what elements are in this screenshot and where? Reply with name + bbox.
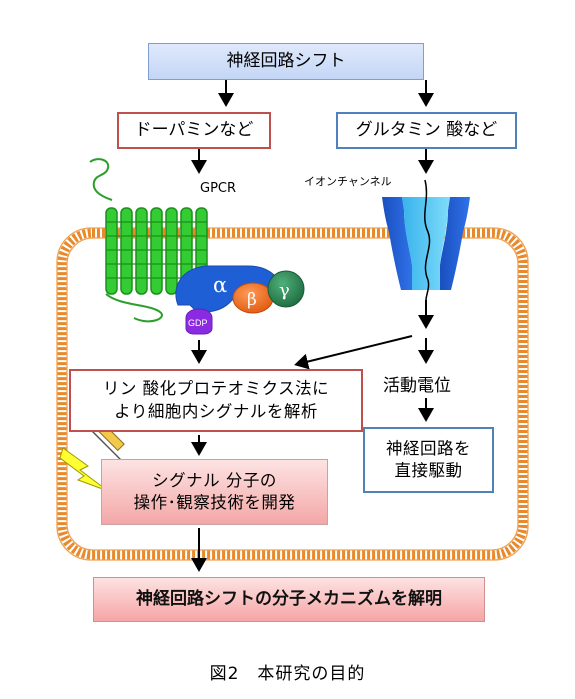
neural-line-1: 神経回路を <box>386 438 471 458</box>
arrow-channel-to-phospho <box>294 335 413 370</box>
gdp-label: GDP <box>188 318 208 328</box>
flow-arrows <box>191 80 434 572</box>
cell-membrane <box>56 227 529 561</box>
neural-drive-box: 神経回路を 直接駆動 <box>363 427 494 493</box>
dopamine-box: ドーパミンなど <box>117 112 271 149</box>
signal-molecule-box: シグナル 分子の 操作･観察技術を開発 <box>101 459 328 525</box>
glutamate-box: グルタミン 酸など <box>336 112 517 149</box>
gpcr-label: GPCR <box>200 181 237 196</box>
gpcr-receptor-icon <box>89 158 208 323</box>
beta-label: β <box>247 290 257 310</box>
ion-channel-label: イオンチャンネル <box>304 175 392 188</box>
figure-caption: 図2 本研究の目的 <box>209 664 366 684</box>
title-box: 神経回路シフト <box>148 43 424 80</box>
lightning-icon <box>59 447 109 492</box>
phosphoproteomics-box: リン 酸化プロテオミクス法に より細胞内シグナルを解析 <box>69 369 363 432</box>
g-protein-icon <box>175 265 305 335</box>
phospho-line-1: リン 酸化プロテオミクス法に <box>102 379 330 399</box>
neural-line-2: 直接駆動 <box>394 461 463 480</box>
signal-line-2: 操作･観察技術を開発 <box>133 493 296 512</box>
result-box: 神経回路シフトの分子メカニズムを解明 <box>93 577 485 622</box>
phospho-line-2: より細胞内シグナルを解析 <box>114 401 318 421</box>
dopamine-text: ドーパミンなど <box>134 120 254 141</box>
alpha-label: α <box>213 273 227 297</box>
title-text: 神経回路シフト <box>226 51 346 72</box>
action-potential-label: 活動電位 <box>383 376 451 396</box>
signal-line-1: シグナル 分子の <box>152 470 277 490</box>
glutamate-text: グルタミン 酸など <box>355 120 498 141</box>
gamma-label: γ <box>279 280 290 301</box>
ion-channel-icon <box>382 179 470 301</box>
result-text: 神経回路シフトの分子メカニズムを解明 <box>136 589 442 610</box>
